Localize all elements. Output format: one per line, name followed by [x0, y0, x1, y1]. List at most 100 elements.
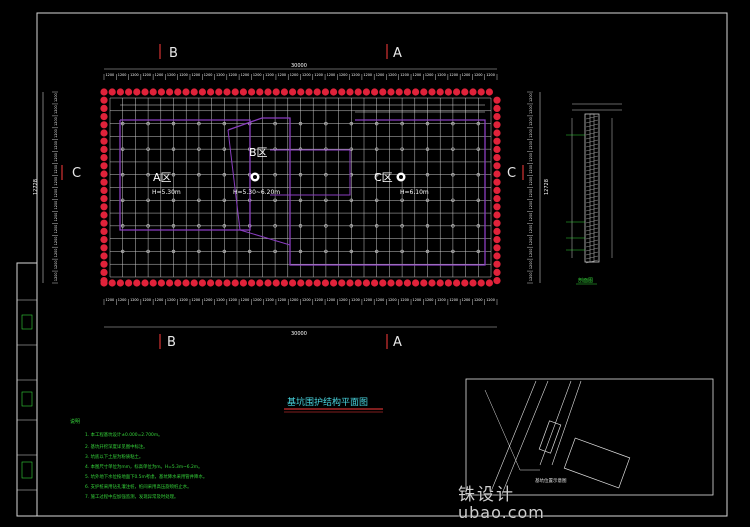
grid-node — [197, 224, 201, 228]
pile — [256, 88, 264, 96]
pile — [493, 121, 501, 129]
grid-node — [222, 147, 227, 151]
pile — [330, 88, 338, 96]
grid-node — [476, 224, 480, 228]
grid-node — [146, 147, 150, 151]
overall-dimension-bottom: 30000 — [291, 331, 307, 337]
grid-node — [324, 147, 328, 151]
dimension-label: 1200 — [339, 73, 348, 77]
dimension-label: 1200 — [167, 298, 176, 302]
dimension-label: 1200 — [155, 73, 164, 77]
pile — [453, 279, 461, 287]
hatch-line — [585, 235, 599, 240]
dimension-label: 1200 — [54, 105, 58, 114]
pile — [116, 279, 124, 287]
grid-node — [298, 121, 303, 126]
dimension-label: 1200 — [413, 298, 422, 302]
pile — [436, 279, 444, 287]
grid-node — [324, 224, 328, 228]
pile — [493, 211, 501, 219]
hatch-line — [585, 135, 599, 140]
section-marker-b-top: B — [159, 44, 178, 61]
pile — [493, 129, 501, 137]
hatch-line — [585, 187, 599, 192]
grid-node — [400, 147, 404, 151]
pile — [493, 113, 501, 121]
hatch-line — [585, 199, 599, 204]
dimension-label: 1200 — [167, 73, 176, 77]
hatch-line — [585, 211, 599, 216]
grid-nodes — [120, 121, 480, 254]
title-strip-rows — [17, 299, 37, 491]
dimension-label: 1200 — [529, 272, 533, 281]
svg-text:C: C — [507, 166, 516, 181]
grid-node — [375, 249, 379, 254]
svg-text:B: B — [169, 46, 178, 61]
pile — [215, 279, 223, 287]
pile — [354, 279, 362, 287]
pile — [198, 88, 206, 96]
section-marker-c-left: C — [61, 165, 81, 181]
grid-node — [476, 147, 480, 151]
drawing-title: 基坑围护结构平面图 — [287, 396, 368, 408]
pile — [207, 279, 215, 287]
grid-node — [375, 198, 379, 202]
dimension-label: 1200 — [179, 298, 188, 302]
grid-node — [171, 224, 176, 228]
pile — [485, 279, 493, 287]
dimension-label: 1200 — [204, 73, 213, 77]
pile — [280, 279, 288, 287]
dimension-label: 1200 — [400, 298, 409, 302]
grid-node — [324, 249, 328, 254]
dimension-label: 1200 — [302, 73, 311, 77]
pile — [157, 88, 165, 96]
hatch-line — [585, 195, 599, 200]
zone-b-label: B区 — [249, 146, 268, 159]
pile — [100, 129, 108, 137]
pile — [420, 279, 428, 287]
pile — [461, 279, 469, 287]
dimension-label: 1200 — [486, 298, 495, 302]
pile — [100, 154, 108, 162]
grid-node — [273, 224, 277, 228]
pile — [412, 279, 420, 287]
grid-node — [171, 198, 176, 202]
dimension-label: 1200 — [54, 165, 58, 174]
hatch-line — [585, 171, 599, 176]
pile — [223, 279, 231, 287]
pile — [272, 279, 280, 287]
pile — [231, 88, 239, 96]
pile — [305, 279, 313, 287]
dimension-label: 1200 — [290, 73, 299, 77]
pile — [305, 88, 313, 96]
column-grid — [109, 97, 492, 278]
pile — [166, 88, 174, 96]
hatch-line — [585, 139, 599, 144]
pile — [362, 88, 370, 96]
zone-c-label: C区 — [374, 171, 393, 184]
grid-node — [171, 249, 176, 254]
pile — [100, 203, 108, 211]
grid-node — [451, 173, 455, 177]
pile — [215, 88, 223, 96]
pile — [477, 88, 485, 96]
pile — [313, 279, 321, 287]
pile — [100, 88, 108, 96]
pile — [100, 260, 108, 268]
pile — [436, 88, 444, 96]
grid-node — [146, 121, 150, 126]
note-line: 5. 坑外地下水位按地面下0.5m考虑，基坑降水采用管井降水。 — [85, 473, 207, 480]
dimension-label: 1200 — [277, 73, 286, 77]
hatch-line — [585, 123, 599, 128]
dimension-label: 1200 — [54, 201, 58, 210]
pile — [485, 88, 493, 96]
section-marker-a-bottom: A — [386, 334, 402, 350]
pile — [493, 145, 501, 153]
grid-node — [197, 198, 201, 202]
pile — [469, 88, 477, 96]
pile — [379, 279, 387, 287]
section-marker-a-top: A — [386, 44, 402, 61]
pile — [174, 88, 182, 96]
pile — [403, 279, 411, 287]
